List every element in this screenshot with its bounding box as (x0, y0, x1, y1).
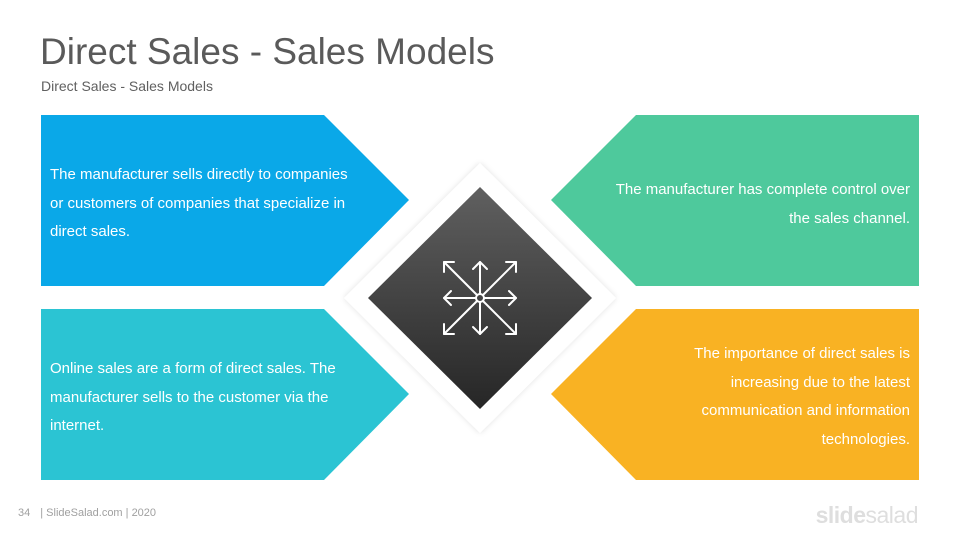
expand-arrows-icon (443, 261, 517, 335)
brand-logo: slidesalad (815, 502, 919, 529)
card-top-left (41, 115, 409, 286)
card-top-right-text: The manufacturer has complete control ov… (615, 181, 910, 227)
page-subtitle: Direct Sales - Sales Models (41, 78, 213, 94)
page-number: 34 (18, 507, 31, 519)
card-bottom-left-text: Online sales are a form of direct sales.… (50, 360, 336, 434)
card-bottom-right-text: The importance of direct sales is increa… (694, 345, 910, 448)
card-bottom-left (41, 309, 409, 480)
card-top-right (551, 115, 919, 286)
page-title: Direct Sales - Sales Models (40, 31, 495, 72)
logo-part-1: slide (815, 502, 866, 528)
footer-credit: | SlideSalad.com | 2020 (40, 507, 157, 519)
logo-part-2: salad (865, 502, 919, 528)
card-top-left-text: The manufacturer sells directly to compa… (50, 166, 348, 240)
footer: 34 | SlideSalad.com | 2020 (18, 507, 156, 519)
center-diamond (368, 187, 592, 409)
card-bottom-right (551, 309, 919, 480)
